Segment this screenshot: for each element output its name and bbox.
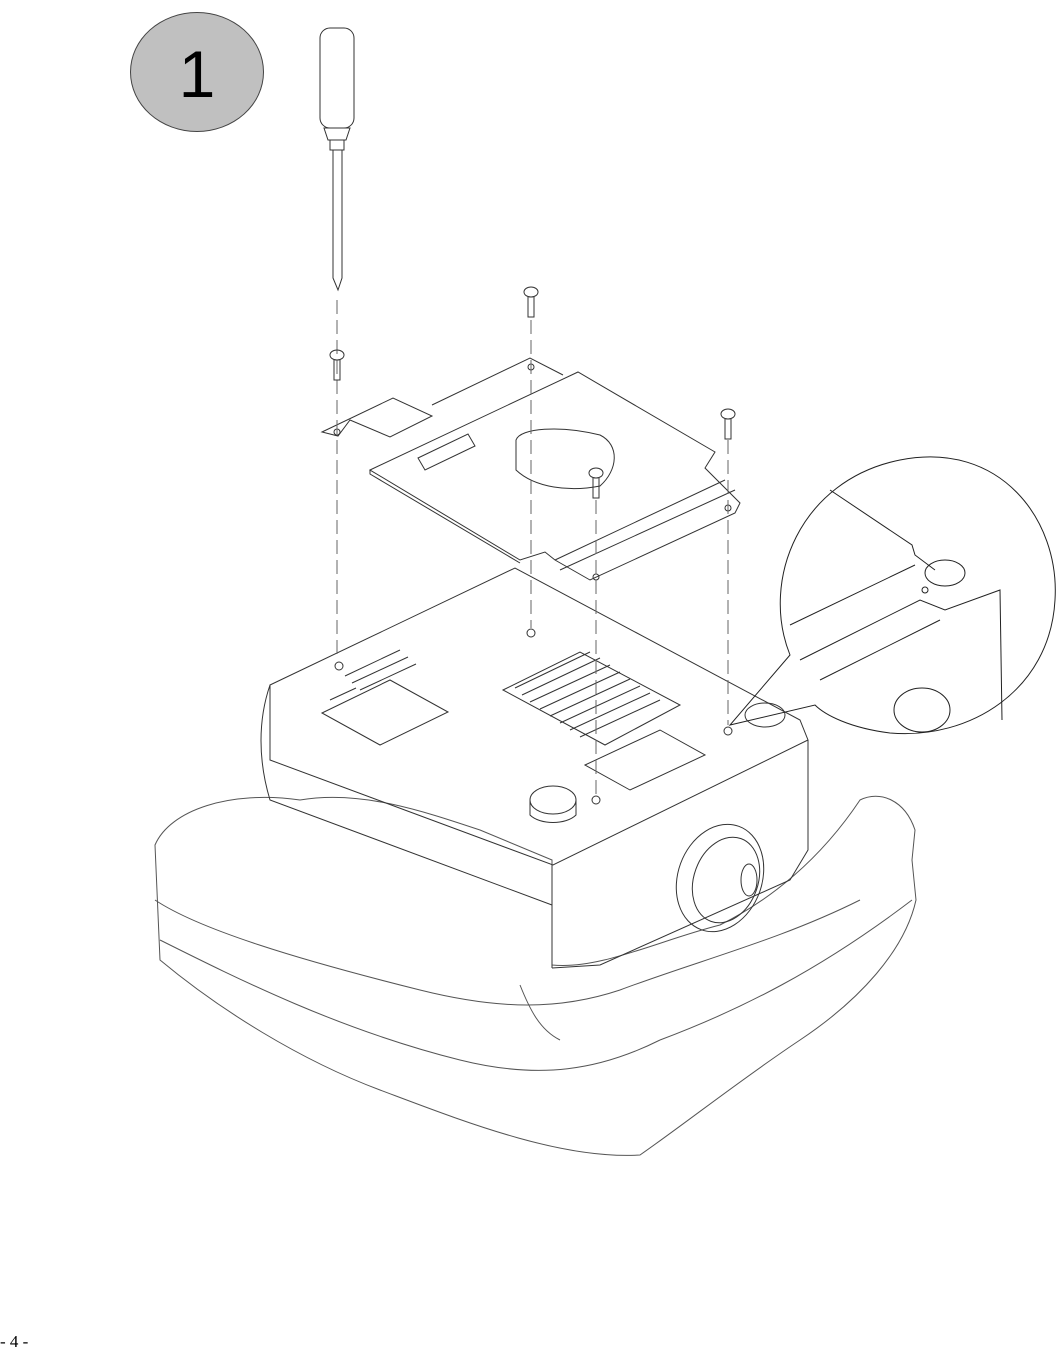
page-number: - 4 - [0, 1332, 29, 1351]
mounting-plate [322, 358, 740, 580]
detail-callout [730, 457, 1055, 734]
step-badge: 1 [130, 12, 264, 132]
cushion-icon [155, 796, 916, 1155]
alignment-guides [337, 300, 728, 795]
step-number: 1 [178, 37, 216, 111]
screwdriver-icon [320, 28, 354, 290]
projector [261, 568, 808, 968]
screw-icon [330, 287, 735, 498]
